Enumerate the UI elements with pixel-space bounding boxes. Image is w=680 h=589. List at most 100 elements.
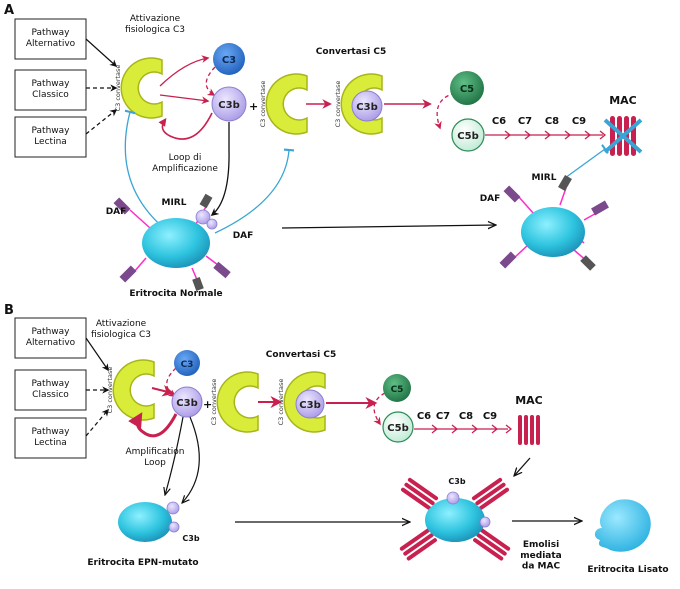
c8-label-a: C8 — [545, 116, 559, 127]
mac-blocked-icon-a — [603, 116, 643, 156]
c3-molecule-a — [213, 43, 245, 75]
convertasi-c5-label-b: Convertasi C5 — [266, 350, 336, 360]
c8-label-b: C8 — [459, 411, 473, 422]
c3-convertase-label: C3 convertase — [277, 379, 285, 426]
c5-convertase-b: C3 convertase — [277, 371, 326, 433]
arrow-c3-cleave-a — [205, 66, 216, 96]
c5-molecule-b — [383, 374, 411, 402]
arrow-c5-cleave-a — [434, 92, 456, 130]
c3-convertase-2-a: C3 convertase — [259, 73, 308, 135]
arrow-c5-cleave-b — [373, 392, 386, 426]
arrow-alternativo-a — [85, 38, 118, 67]
c3b-label-b: C3b — [176, 398, 197, 409]
c3b-in-c5conv-a — [351, 90, 383, 122]
c3b-molecule-a — [211, 86, 247, 122]
arrow-c3-cleave-b — [166, 367, 177, 397]
c3-label-b: C3 — [181, 360, 194, 370]
mac-label-a: MAC — [609, 94, 637, 107]
erythrocyte-attacked — [399, 477, 511, 561]
c5-convertase-a: C3 convertase — [334, 73, 383, 135]
arrow-conv-c3b-b — [151, 384, 175, 397]
mirl-label-a: MIRL — [162, 198, 187, 208]
c3-convertase-label: C3 convertase — [106, 367, 114, 414]
daf-label-a3: DAF — [480, 194, 501, 204]
c5-label-b: C5 — [391, 385, 404, 395]
c6-label-b: C6 — [417, 411, 431, 422]
mirl-label-a2: MIRL — [532, 173, 557, 183]
c3b-in-c5conv-b — [295, 389, 325, 419]
mirl-inhibit-mac-a — [564, 144, 609, 179]
c9-label-b: C9 — [483, 411, 497, 422]
arrow-c3b-to-pnh-cell-1 — [165, 416, 184, 495]
c6-label-a: C6 — [492, 116, 506, 127]
daf-label-a1: DAF — [106, 207, 127, 217]
c3b-molecule-b — [171, 386, 203, 418]
plus-a: + — [249, 100, 258, 113]
c5-label-a: C5 — [460, 84, 474, 95]
amplification-loop-arrow-b — [128, 412, 178, 438]
erythrocyte-normale — [113, 193, 231, 292]
c3b-label-c5conv-b: C3b — [299, 400, 320, 411]
c5b-label-b: C5b — [387, 423, 408, 434]
arrow-lectina-b — [85, 408, 109, 437]
c3-convertase-1-b: C3 convertase — [106, 359, 155, 421]
arrow-normal-to-protected — [281, 225, 496, 228]
c3b-label-cell-b: C3b — [182, 534, 199, 543]
c3b-label-c5conv-a: C3b — [356, 102, 377, 113]
terminal-chevrons-b — [431, 424, 513, 434]
terminal-chevrons-a — [504, 130, 607, 140]
plus-b: + — [203, 398, 212, 411]
c9-label-a: C9 — [572, 116, 586, 127]
c3-convertase-label: C3 convertase — [259, 81, 267, 128]
arrow-lectina-a — [85, 109, 118, 135]
c3-convertase-label: C3 convertase — [210, 379, 218, 426]
c3-convertase-1-a: C3 convertase — [114, 57, 163, 119]
c3-molecule-b — [174, 350, 200, 376]
c5b-label-a: C5b — [457, 131, 478, 142]
c7-label-a: C7 — [518, 116, 532, 127]
c3-convertase-label: C3 convertase — [334, 81, 342, 128]
c3-convertase-2-b: C3 convertase — [210, 371, 259, 433]
panel-b-label: B — [4, 303, 14, 318]
panel-a-label: A — [4, 3, 14, 18]
arrow-conv-c3-a — [159, 55, 210, 87]
erythrocyte-epn-mutato — [118, 501, 180, 542]
convertasi-c5-label-a: Convertasi C5 — [316, 47, 386, 57]
daf-inhibit-conv1-a — [124, 109, 176, 238]
c3-convertase-label: C3 convertase — [114, 65, 122, 112]
erythrocyte-lisato — [594, 499, 651, 552]
erythrocyte-protetto — [499, 174, 609, 271]
c5-molecule-a — [450, 71, 484, 105]
mac-complex-icon-b — [518, 415, 540, 445]
c3b-label-a: C3b — [218, 100, 239, 111]
arrow-c3b-to-cell-a — [210, 122, 230, 216]
daf-label-a2: DAF — [233, 231, 254, 241]
c3b-label-top-b: C3b — [448, 477, 465, 486]
arrow-alternativo-b — [85, 337, 109, 372]
amplification-loop-arrow-a — [158, 112, 213, 140]
c7-label-b: C7 — [436, 411, 450, 422]
daf-inhibit-conv2-a — [214, 148, 295, 234]
c3-label-a: C3 — [222, 55, 236, 66]
mac-label-b: MAC — [515, 394, 543, 407]
arrow-mac-to-cell — [514, 457, 531, 476]
c5b-molecule-b — [382, 411, 414, 443]
c5b-molecule-a — [451, 118, 485, 152]
